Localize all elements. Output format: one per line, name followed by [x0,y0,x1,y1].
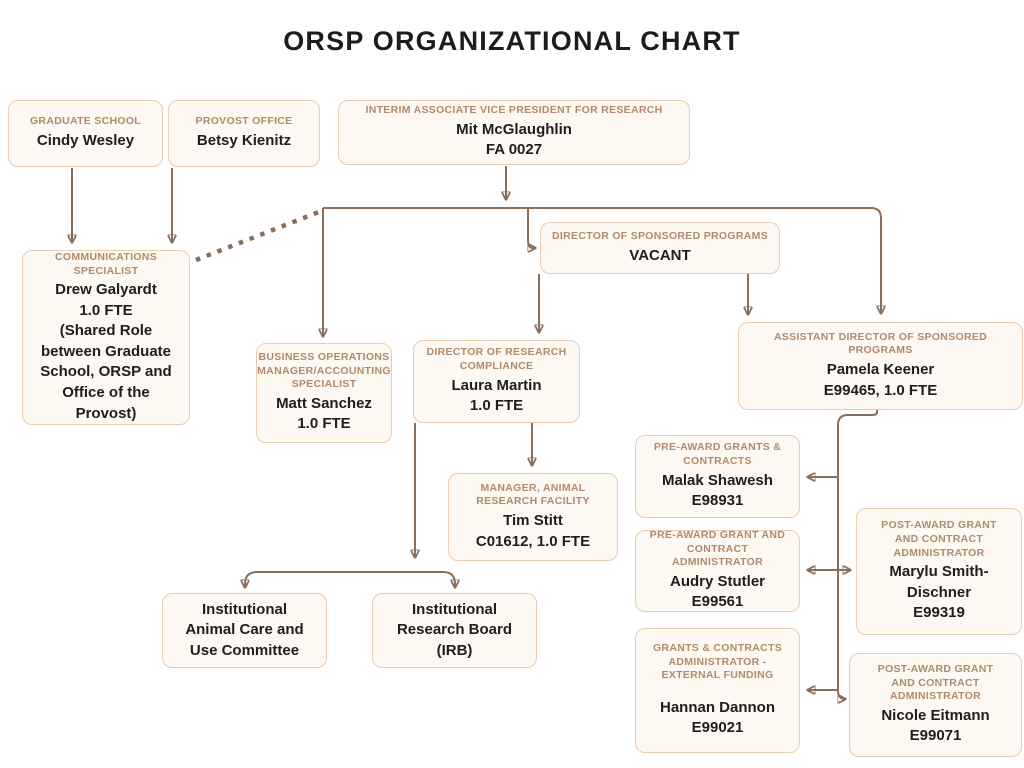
person-detail: E99561 [691,593,744,611]
org-node-director-research-compliance: DIRECTOR OF RESEARCH COMPLIANCE Laura Ma… [413,340,580,423]
page-title: ORSP ORGANIZATIONAL CHART [283,26,741,56]
person-name: Laura Martin [451,376,542,394]
role-title: GRANTS & CONTRACTS ADMINISTRATOR - EXTER… [652,641,783,682]
role-title: INTERIM ASSOCIATE VICE PRESIDENT FOR RES… [365,104,663,117]
org-node-grants-contracts-admin-external: GRANTS & CONTRACTS ADMINISTRATOR - EXTER… [635,628,800,753]
org-node-communications-specialist: COMMUNICATIONS SPECIALIST Drew Galyardt … [22,250,190,425]
org-node-business-operations-manager: BUSINESS OPERATIONS MANAGER/ACCOUNTING S… [256,343,392,443]
org-node-irb-committee: Institutional Research Board (IRB) [372,593,537,668]
person-name: Mit McGlaughlin [456,120,572,138]
org-node-interim-avp-research: INTERIM ASSOCIATE VICE PRESIDENT FOR RES… [338,100,690,165]
org-node-graduate-school: GRADUATE SCHOOL Cindy Wesley [8,100,163,167]
role-title: GRADUATE SCHOOL [29,115,142,128]
person-detail: E99319 [913,604,965,622]
person-name: Malak Shawesh [662,471,773,489]
role-title: POST-AWARD GRANT AND CONTRACT ADMINISTRA… [877,662,994,703]
person-detail: 1.0 FTE [469,397,524,415]
person-detail: 1.0 FTE (Shared Role between Graduate Sc… [40,301,172,422]
role-title: MANAGER, ANIMAL RESEARCH FACILITY [476,481,590,508]
person-name: VACANT [629,246,691,264]
role-title: COMMUNICATIONS SPECIALIST [55,250,157,277]
person-detail: E98931 [691,492,744,510]
connector-trunk-to-vacant [527,208,535,248]
committee-name: Institutional Research Board (IRB) [396,600,513,659]
role-title: POST-AWARD GRANT AND CONTRACT ADMINISTRA… [881,519,997,559]
role-title: BUSINESS OPERATIONS MANAGER/ACCOUNTING S… [257,350,391,391]
role-title: ASSISTANT DIRECTOR OF SPONSORED PROGRAMS [773,330,988,357]
role-title: DIRECTOR OF RESEARCH COMPLIANCE [426,346,567,372]
connector-dotted-comms-shared [195,207,325,263]
org-node-manager-animal-research-facility: MANAGER, ANIMAL RESEARCH FACILITY Tim St… [448,473,618,561]
connector-committee-bar [245,571,455,587]
org-node-post-award-admin-marylu: POST-AWARD GRANT AND CONTRACT ADMINISTRA… [856,508,1022,635]
person-name: Betsy Kienitz [196,132,292,150]
connector-trunk-horizontal [323,207,881,313]
person-name: Nicole Eitmann [881,706,990,724]
role-title: PROVOST OFFICE [195,115,293,128]
person-detail: C01612, 1.0 FTE [475,532,591,550]
person-detail: 1.0 FTE [297,415,351,433]
person-name: Tim Stitt [503,512,563,530]
committee-name: Institutional Animal Care and Use Commit… [185,600,304,659]
person-detail: E99071 [909,727,962,745]
role-title: DIRECTOR OF SPONSORED PROGRAMS [552,229,768,242]
person-name: Pamela Keener [826,361,935,379]
connector-assistant-trunk [837,410,878,699]
org-node-pre-award-grant-contract-admin: PRE-AWARD GRANT AND CONTRACT ADMINISTRAT… [635,529,800,612]
org-node-provost-office: PROVOST OFFICE Betsy Kienitz [168,100,320,167]
person-detail: E99021 [691,719,744,737]
person-name: Audry Stutler [669,572,765,590]
person-detail: FA 0027 [485,141,543,159]
role-title: PRE-AWARD GRANT AND CONTRACT ADMINISTRAT… [649,529,786,569]
person-name: Drew Galyardt [55,281,157,299]
org-node-iacuc-committee: Institutional Animal Care and Use Commit… [162,593,327,668]
person-name: Matt Sanchez [276,394,372,412]
org-node-pre-award-grants-contracts: PRE-AWARD GRANTS & CONTRACTS Malak Shawe… [635,435,800,518]
person-name: Cindy Wesley [36,132,135,150]
org-node-assistant-director-sponsored-programs: ASSISTANT DIRECTOR OF SPONSORED PROGRAMS… [738,322,1023,410]
org-node-director-sponsored-programs: DIRECTOR OF SPONSORED PROGRAMS VACANT [540,222,780,274]
role-title: PRE-AWARD GRANTS & CONTRACTS [653,441,782,467]
person-name: Marylu Smith- Dischner [889,563,989,601]
person-name: Hannan Dannon [660,698,775,716]
org-node-post-award-admin-nicole: POST-AWARD GRANT AND CONTRACT ADMINISTRA… [849,653,1022,757]
person-detail: E99465, 1.0 FTE [823,381,938,399]
